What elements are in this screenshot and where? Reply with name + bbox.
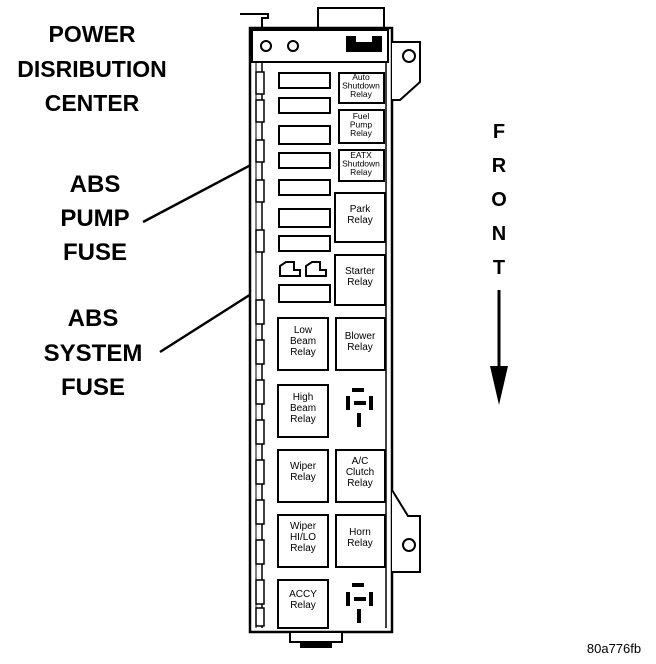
fuse[interactable] <box>278 72 331 89</box>
relay-labels: AutoShutdownRelayFuelPumpRelayEATXShutdo… <box>289 72 380 611</box>
horn-relay-label-line: Relay <box>347 538 373 549</box>
ac-clutch-relay-label-line: Clutch <box>346 467 374 478</box>
relay-grid <box>277 72 386 629</box>
fuel-pump-relay-label-line: Relay <box>350 128 372 138</box>
front-letter-n: N <box>492 223 506 245</box>
fuse[interactable] <box>278 179 331 196</box>
abs-system-line-2: SYSTEM <box>44 340 143 367</box>
wiper-relay-label-line: Relay <box>290 472 316 483</box>
relay-socket-empty <box>346 583 373 623</box>
abs-system-fuse[interactable] <box>278 284 331 303</box>
starter-relay[interactable] <box>334 254 386 306</box>
low-beam-relay-label-line: Low <box>294 325 313 336</box>
title-line-1: POWER <box>49 21 136 47</box>
fuse[interactable] <box>278 208 331 228</box>
front-letter-f: F <box>493 121 505 143</box>
accy-relay-label-line: Relay <box>290 600 316 611</box>
wiper-hilo-relay-label-line: Relay <box>290 543 316 554</box>
auto-shutdown-relay-label-line: Auto <box>352 72 370 82</box>
horn-relay[interactable] <box>335 514 386 568</box>
low-beam-relay-label-line: Beam <box>290 336 316 347</box>
fuse[interactable] <box>278 235 331 252</box>
front-arrow-head <box>490 366 508 405</box>
abs-system-line-3: FUSE <box>61 374 125 401</box>
accy-relay[interactable] <box>277 579 329 629</box>
front-indicator: F R O N T <box>490 121 508 405</box>
title-line-3: CENTER <box>45 90 140 116</box>
blower-relay-label-line: Blower <box>345 331 376 342</box>
front-letter-o: O <box>491 189 507 211</box>
ac-clutch-relay-label-line: A/C <box>352 456 369 467</box>
abs-pump-line-1: ABS <box>70 171 121 198</box>
wiper-relay[interactable] <box>277 449 329 503</box>
accy-relay-label-line: ACCY <box>289 589 317 600</box>
fuse-clip <box>305 261 327 277</box>
figure-code: 80a776fb <box>587 641 641 656</box>
ac-clutch-relay-label-line: Relay <box>347 478 373 489</box>
abs-pump-fuse[interactable] <box>278 125 331 145</box>
wiper-hilo-relay-label-line: Wiper <box>290 521 317 532</box>
auto-shutdown-relay-label-line: Shutdown <box>342 81 380 91</box>
abs-system-line-1: ABS <box>68 305 119 332</box>
high-beam-relay-label-line: Relay <box>290 414 316 425</box>
low-beam-relay-label-line: Relay <box>290 347 316 358</box>
abs-system-fuse-callout: ABS SYSTEM FUSE <box>44 280 271 401</box>
wiper-relay-label-line: Wiper <box>290 461 317 472</box>
fuel-pump-relay-label-line: Pump <box>350 120 372 130</box>
front-letter-r: R <box>492 155 507 177</box>
ac-clutch-relay[interactable] <box>335 449 386 503</box>
auto-shutdown-relay[interactable] <box>338 72 385 104</box>
abs-pump-line-3: FUSE <box>63 239 127 266</box>
fuel-pump-relay-label-line: Fuel <box>353 111 370 121</box>
wiper-hilo-relay[interactable] <box>277 514 329 568</box>
low-beam-relay[interactable] <box>277 317 329 371</box>
eatx-shutdown-relay-label-line: EATX <box>350 150 372 160</box>
high-beam-relay-label-line: Beam <box>290 403 316 414</box>
fuse-column <box>278 72 331 303</box>
blower-relay-label-line: Relay <box>347 342 373 353</box>
wiper-hilo-relay-label-line: HI/LO <box>290 532 316 543</box>
park-relay-label-line: Relay <box>347 215 373 226</box>
high-beam-relay-label-line: High <box>293 392 314 403</box>
title-line-2: DISRIBUTION <box>17 56 167 82</box>
eatx-shutdown-relay[interactable] <box>338 149 385 182</box>
front-letter-t: T <box>493 257 505 279</box>
diagram-title: POWER DISRIBUTION CENTER <box>17 21 167 116</box>
blower-relay[interactable] <box>335 317 386 371</box>
horn-relay-label-line: Horn <box>349 527 371 538</box>
starter-relay-label-line: Relay <box>347 277 373 288</box>
abs-pump-line-2: PUMP <box>60 205 129 232</box>
park-relay[interactable] <box>334 192 386 243</box>
fuse[interactable] <box>278 152 331 169</box>
relay-socket-empty <box>346 388 373 427</box>
eatx-shutdown-relay-label-line: Relay <box>350 167 372 177</box>
eatx-shutdown-relay-label-line: Shutdown <box>342 159 380 169</box>
fuse[interactable] <box>278 97 331 114</box>
park-relay-label-line: Park <box>350 204 372 215</box>
auto-shutdown-relay-label-line: Relay <box>350 89 372 99</box>
fuse-clip <box>279 261 301 277</box>
fuel-pump-relay[interactable] <box>338 109 385 144</box>
high-beam-relay[interactable] <box>277 384 329 438</box>
starter-relay-label-line: Starter <box>345 266 376 277</box>
